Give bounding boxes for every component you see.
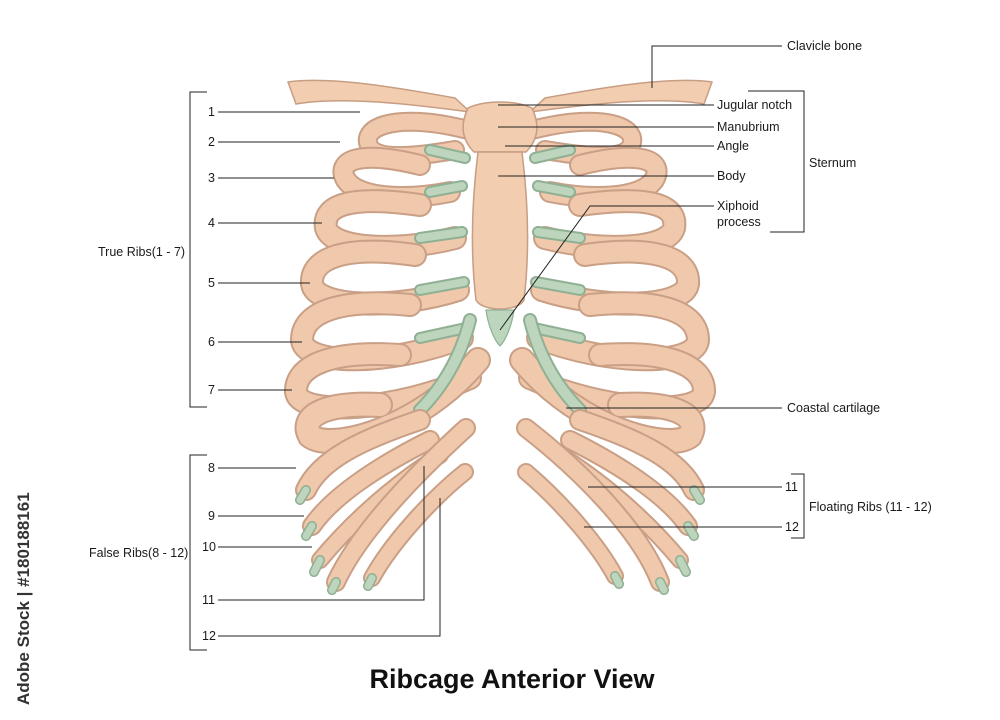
true-ribs-illustration <box>284 111 716 454</box>
label-false-ribs: False Ribs(8 - 12) <box>89 546 188 560</box>
rib-number: 6 <box>208 335 215 349</box>
rib-number: 5 <box>208 276 215 290</box>
rib-number: 1 <box>208 105 215 119</box>
label-body: Body <box>717 169 746 183</box>
rib-number: 4 <box>208 216 215 230</box>
rib-number: 12 <box>785 520 799 534</box>
diagram-title: Ribcage Anterior View <box>369 664 655 694</box>
left-clavicle <box>286 79 473 114</box>
rib-number: 7 <box>208 383 215 397</box>
label-sternum: Sternum <box>809 156 856 170</box>
rib-number: 11 <box>202 593 215 607</box>
label-manubrium: Manubrium <box>717 120 780 134</box>
xiphoid-shape <box>485 309 515 347</box>
label-floating-ribs: Floating Ribs (11 - 12) <box>809 500 932 514</box>
sternum-body-shape <box>471 151 529 310</box>
floating-ribs-illustration <box>326 418 670 595</box>
label-process: process <box>717 215 761 229</box>
label-true-ribs: True Ribs(1 - 7) <box>98 245 185 259</box>
leader-lines <box>189 45 805 651</box>
labels: Clavicle bone Jugular notch Manubrium An… <box>89 39 932 643</box>
rib-number: 2 <box>208 135 215 149</box>
rib-number: 12 <box>202 629 216 643</box>
rib-number: 3 <box>208 171 215 185</box>
ribcage-illustration <box>284 79 716 595</box>
false-ribs-illustration <box>295 409 705 577</box>
sternum-illustration <box>462 101 538 347</box>
rib-number: 8 <box>208 461 215 475</box>
label-angle: Angle <box>717 139 749 153</box>
stock-credit: Adobe Stock | #180188161 <box>14 492 33 705</box>
rib-number: 10 <box>202 540 216 554</box>
rib-number: 9 <box>208 509 215 523</box>
label-xiphoid: Xiphoid <box>717 199 759 213</box>
right-clavicle <box>527 79 714 114</box>
rib-number: 11 <box>785 480 798 494</box>
label-coastal-cartilage: Coastal cartilage <box>787 401 880 415</box>
label-jugular-notch: Jugular notch <box>717 98 792 112</box>
label-clavicle-bone: Clavicle bone <box>787 39 862 53</box>
costal-cartilage-illustration <box>413 144 587 417</box>
